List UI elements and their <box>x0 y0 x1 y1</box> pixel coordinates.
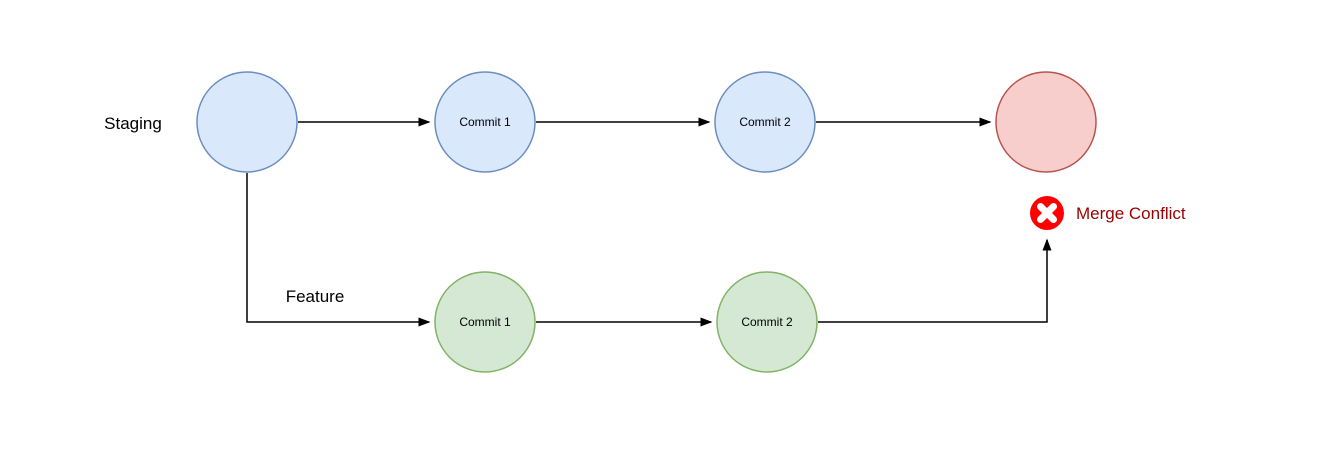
feature-commit-2-label: Commit 2 <box>741 315 793 329</box>
feature-commit-1-circle <box>434 271 536 373</box>
staging-commit-1-circle <box>434 71 536 173</box>
error-x-icon <box>1030 196 1064 230</box>
edge-feature-commit2-to-conflict <box>818 238 1052 323</box>
merge-conflict-label: Merge Conflict <box>1076 204 1186 223</box>
feature-commit-2-circle <box>716 271 818 373</box>
edges <box>246 117 1052 327</box>
node-staging-start <box>196 71 298 173</box>
node-feature-commit-2: Commit 2 <box>716 271 818 373</box>
feature-branch-label: Feature <box>286 287 345 306</box>
node-merge-result <box>995 71 1097 173</box>
staging-branch-label: Staging <box>104 114 162 133</box>
feature-commit-1-label: Commit 1 <box>459 315 511 329</box>
staging-commit-2-circle <box>714 71 816 173</box>
node-staging-commit-1: Commit 1 <box>434 71 536 173</box>
merge-result-circle <box>995 71 1097 173</box>
merge-conflict-annotation: Merge Conflict <box>1030 196 1186 230</box>
node-staging-commit-2: Commit 2 <box>714 71 816 173</box>
error-icon-x-stroke-2 <box>1037 203 1057 223</box>
staging-commit-2-label: Commit 2 <box>739 115 791 129</box>
edge-branch-to-feature-commit1 <box>246 173 431 327</box>
staging-start-circle <box>196 71 298 173</box>
node-feature-commit-1: Commit 1 <box>434 271 536 373</box>
staging-commit-1-label: Commit 1 <box>459 115 511 129</box>
